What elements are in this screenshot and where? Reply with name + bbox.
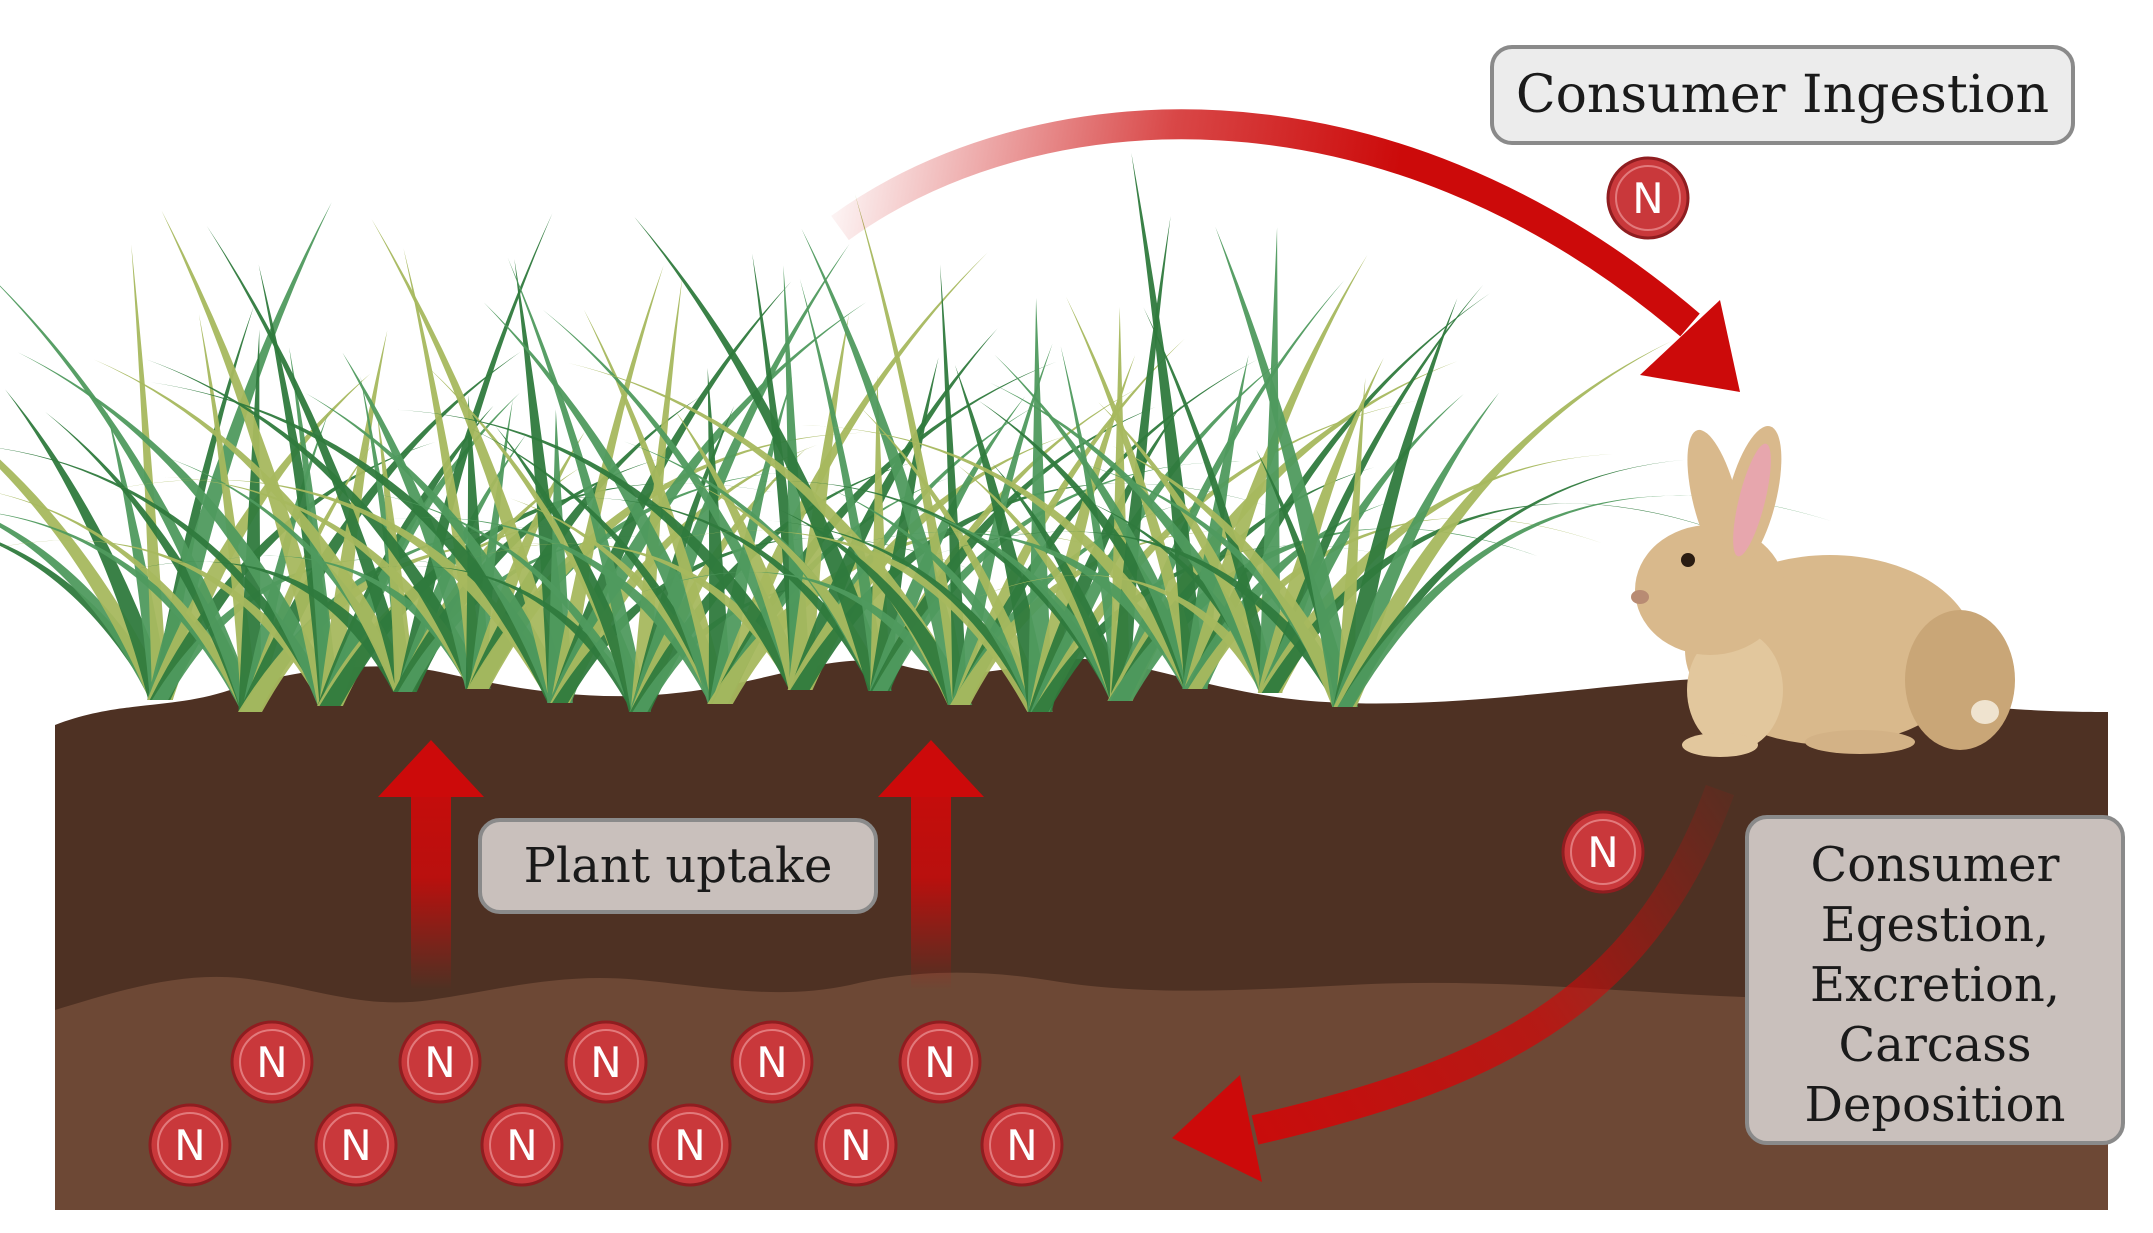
uptake-arrow-right-shaft	[911, 795, 951, 990]
nitrogen-node: N	[1561, 810, 1645, 894]
grass-blade	[950, 530, 1242, 705]
consumer-return-line: Egestion,	[1820, 897, 2050, 953]
consumer-return-line: Excretion,	[1809, 957, 2061, 1013]
nitrogen-symbol: N	[1632, 174, 1663, 223]
nitrogen-node: N	[898, 1020, 982, 1104]
return-arrow-shaft	[1251, 784, 1735, 1145]
uptake-arrow-right-head	[878, 740, 984, 797]
grass-blade	[0, 459, 171, 700]
grass-blade	[471, 543, 809, 690]
grass-blade	[976, 575, 1279, 693]
nitrogen-symbol: N	[424, 1038, 455, 1087]
nitrogen-nodes: N N N N N N N N N N N N N	[148, 156, 1690, 1187]
nitrogen-node: N	[730, 1020, 814, 1104]
grass-blade	[371, 219, 571, 703]
grass-blade	[241, 412, 329, 712]
nitrogen-symbol: N	[340, 1121, 371, 1170]
rabbit-consumer	[1631, 425, 2015, 757]
grass-blade	[289, 347, 340, 706]
consumer-return-line: Deposition	[1804, 1077, 2066, 1133]
nitrogen-node: N	[398, 1020, 482, 1104]
grass-blade	[107, 479, 572, 703]
grass-blade	[1182, 355, 1249, 689]
nitrogen-symbol: N	[174, 1121, 205, 1170]
nitrogen-node: N	[148, 1103, 232, 1187]
grass-blade	[550, 265, 664, 703]
grass-blade	[583, 309, 729, 704]
nitrogen-symbol: N	[506, 1121, 537, 1170]
grass-blade	[495, 426, 651, 712]
grass-blade	[151, 477, 488, 689]
subsoil-layer	[55, 972, 2108, 1210]
grass-clumps	[0, 153, 1832, 712]
nitrogen-node: N	[1606, 156, 1690, 240]
nitrogen-symbol: N	[756, 1038, 787, 1087]
nitrogen-symbol: N	[674, 1121, 705, 1170]
nitrogen-node: N	[564, 1020, 648, 1104]
nitrogen-node: N	[648, 1103, 732, 1187]
grass-blade	[1215, 226, 1358, 707]
grass-blade	[940, 264, 968, 705]
grass-blade	[467, 431, 585, 689]
grass-blade	[954, 365, 1052, 712]
grass-blade	[634, 216, 892, 691]
consumer-ingestion-label: Consumer Ingestion	[1490, 45, 2075, 145]
nitrogen-symbol: N	[256, 1038, 287, 1087]
plant-uptake-label: Plant uptake	[478, 818, 878, 914]
consumer-return-label: Consumer Egestion, Excretion, Carcass De…	[1745, 815, 2125, 1145]
ingestion-arrow-head	[1640, 300, 1740, 392]
uptake-arrow-left-head	[378, 740, 484, 797]
nitrogen-node: N	[230, 1020, 314, 1104]
grass-blade	[0, 285, 259, 712]
grass-blade	[342, 352, 491, 689]
grass-blade	[1333, 298, 1458, 707]
grass-blade	[5, 389, 172, 700]
consumer-return-line: Consumer	[1810, 837, 2060, 893]
grass-blade	[93, 359, 417, 692]
nitrogen-node: N	[314, 1103, 398, 1187]
grass-blade	[1066, 296, 1204, 689]
grass-blade	[567, 362, 973, 705]
grass-blade	[507, 257, 649, 712]
grass-blade	[378, 409, 811, 690]
nitrogen-node: N	[814, 1103, 898, 1187]
grass-blade	[992, 463, 1130, 701]
grass-blade	[206, 225, 414, 692]
grass-blade	[675, 410, 812, 690]
grass-blade	[146, 359, 488, 689]
nitrogen-symbol: N	[1587, 828, 1618, 877]
grass-blade	[0, 493, 258, 712]
grass-blade	[801, 425, 1206, 689]
ingestion-arrow-shaft	[831, 109, 1700, 337]
grass-blade	[1261, 503, 1740, 693]
nitrogen-symbol: N	[590, 1038, 621, 1087]
grass-blade	[1258, 453, 1613, 693]
nitrogen-node: N	[480, 1103, 564, 1187]
nitrogen-symbol: N	[924, 1038, 955, 1087]
return-arrow-head	[1172, 1075, 1262, 1182]
grass-blade	[1143, 307, 1278, 693]
consumer-return-line: Carcass	[1838, 1017, 2032, 1073]
grass-blade	[855, 194, 968, 705]
grass-blade	[1335, 377, 1366, 707]
nitrogen-symbol: N	[840, 1121, 871, 1170]
grass-blade	[1060, 346, 1128, 701]
grass-blade	[799, 278, 888, 691]
grass-blade	[17, 352, 343, 706]
grass-blade	[869, 357, 939, 691]
uptake-arrow-left-shaft	[411, 795, 451, 990]
grass-blade	[469, 399, 513, 689]
grass-blade	[0, 540, 339, 706]
grass-blade	[0, 523, 171, 700]
nitrogen-symbol: N	[1006, 1121, 1037, 1170]
nitrogen-node: N	[980, 1103, 1064, 1187]
grass-blade	[637, 571, 970, 705]
